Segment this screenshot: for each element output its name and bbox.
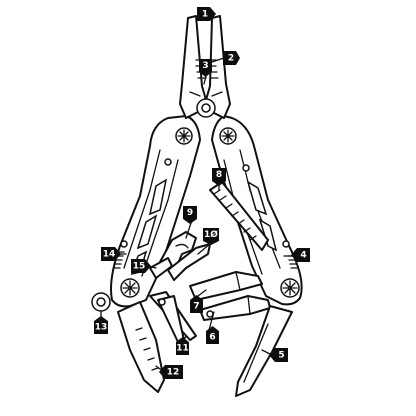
svg-text:3: 3 (202, 61, 208, 71)
svg-text:13: 13 (95, 323, 108, 333)
scissors (149, 291, 197, 343)
left-handle (110, 115, 201, 308)
right-jaw (205, 15, 231, 119)
callout-13: 13 (94, 316, 108, 334)
callout-10: 1Ø (203, 228, 219, 245)
svg-text:5: 5 (278, 351, 284, 361)
callout-2: 2 (223, 51, 240, 65)
callout-4: 4 (291, 248, 310, 262)
callout-15: 15 (131, 259, 151, 273)
callout-7: 7 (190, 295, 203, 313)
svg-text:8: 8 (216, 170, 222, 180)
svg-text:4: 4 (300, 251, 306, 261)
right-handle (211, 115, 303, 306)
svg-text:1Ø: 1Ø (204, 229, 218, 240)
lanyard-ring (91, 292, 111, 312)
callout-8: 8 (212, 168, 226, 186)
svg-text:1: 1 (202, 10, 208, 20)
callout-6: 6 (206, 326, 219, 344)
callout-14: 14 (101, 247, 121, 261)
callout-12: 12 (159, 365, 183, 379)
pliers-head (179, 15, 231, 119)
svg-text:11: 11 (176, 344, 189, 354)
svg-text:15: 15 (133, 262, 146, 272)
callout-9: 9 (183, 206, 197, 224)
svg-text:2: 2 (228, 54, 234, 64)
callout-1: 1 (197, 7, 216, 21)
wire-stripper (149, 257, 173, 279)
callout-11: 11 (176, 337, 189, 355)
svg-text:9: 9 (187, 208, 193, 218)
screwdriver-small (199, 295, 271, 321)
callout-5: 5 (269, 348, 288, 362)
svg-text:14: 14 (103, 250, 116, 260)
svg-text:7: 7 (193, 302, 199, 312)
svg-text:6: 6 (209, 333, 215, 343)
svg-text:12: 12 (167, 368, 180, 378)
callout-3: 3 (199, 59, 212, 77)
serrated-knife (117, 301, 165, 393)
